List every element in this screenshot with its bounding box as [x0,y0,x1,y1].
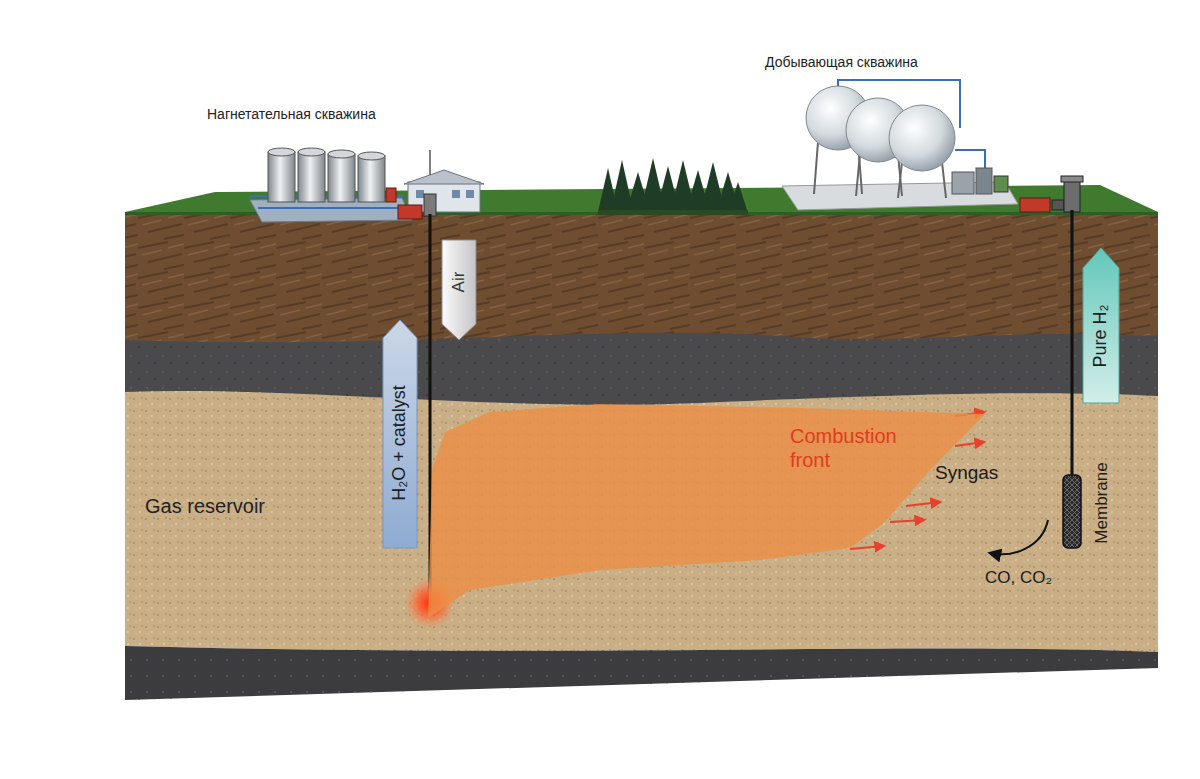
reservoir-texture [125,391,1158,652]
injection-facility [258,207,406,209]
vertical-label: Pure H₂ [1090,304,1112,367]
injection-facility [404,170,484,184]
injection-facility [268,152,295,202]
injection-facility [298,152,325,202]
production-facility [942,162,946,198]
injection-facility [298,148,325,156]
well-title: Нагнетательная скважина [207,106,376,123]
production-facility [952,172,974,194]
layer-label: Gas reservoir [145,494,265,518]
injection-facility [358,156,385,202]
gas-label: CO, CO₂ [985,568,1052,588]
base-layer [125,646,1158,700]
injection-facility [424,194,436,216]
production-facility [976,168,992,194]
injection-facility [452,190,460,198]
gas-flow-arrows [850,546,884,549]
injection-facility [358,152,385,160]
well-title: Добывающая скважина [765,54,918,71]
tree-cluster [728,182,748,213]
combustion-zone-shape [420,400,995,625]
reservoir-layer [125,391,1158,652]
air-arrow: Air [442,240,476,340]
production-facility [1064,180,1080,212]
hydrogen-arrow [1083,248,1119,403]
tree-cluster [598,210,748,215]
production-facility [838,80,960,128]
injection-arrow [383,320,417,548]
topsoil-texture [125,215,1158,344]
wells [404,210,1072,629]
injection-facility [429,150,431,175]
membrane-filter [1063,475,1081,548]
vertical-label: H₂O + catalyst [389,385,411,501]
injection-facility [250,148,484,222]
recycle-arrow [990,520,1048,554]
injection-arrow: H₂O + catalyst [383,320,417,548]
gas-label: Syngas [935,462,998,485]
injection-facility [386,188,396,202]
gas-flow-arrows [955,442,984,446]
vertical-label: Membrane [1092,462,1112,543]
combustion-zone [428,404,985,618]
production-facility [994,176,1008,192]
production-facility [898,162,902,198]
production-facility [782,80,1083,212]
vertical-label: Air [449,272,469,293]
injection-facility [328,154,355,202]
membrane-filter: Membrane [1062,430,1122,575]
injection-facility [328,150,355,158]
injection-facility [416,190,424,198]
injection-facility [398,205,422,219]
base-texture [125,646,1158,700]
topsoil-layer [125,215,1158,344]
injection-facility [268,148,295,156]
production-facility [814,142,818,194]
production-facility [1020,198,1050,212]
production-facility [1061,176,1083,182]
hydrogen-arrow: Pure H₂ [1083,248,1119,403]
gas-flow-arrows [906,502,940,506]
zone-label: Combustion front [790,424,920,472]
ground-block [125,185,1158,700]
gas-flow-arrows [890,520,924,522]
production-facility [889,105,955,171]
air-arrow [442,240,476,340]
tree-cluster [598,158,748,215]
production-facility [856,154,860,196]
injection-facility [466,190,474,198]
production-facility [1052,200,1064,210]
combustion-zone: Combustion front [420,400,995,625]
